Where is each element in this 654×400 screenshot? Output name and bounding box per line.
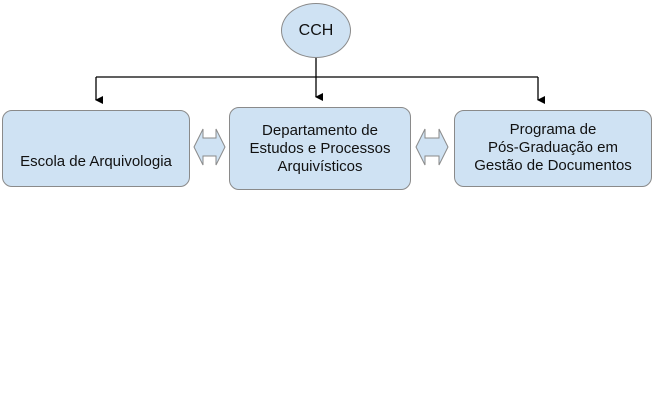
node-center-line2: Estudos e Processos	[249, 139, 391, 157]
node-center-line1: Departamento de	[262, 121, 378, 139]
double-arrow-right	[415, 128, 449, 166]
node-center-line3: Arquivísticos	[277, 157, 363, 175]
node-cch-label: CCH	[298, 21, 334, 39]
node-departamento: Departamento de Estudos e Processos Arqu…	[229, 107, 411, 190]
node-programa-pos-graduacao: Programa de Pós-Graduação em Gestão de D…	[454, 110, 652, 187]
node-right-line1: Programa de	[509, 121, 597, 138]
node-left-label: Escola de Arquivologia	[20, 153, 172, 170]
double-arrow-left	[193, 128, 226, 166]
node-right-line3: Gestão de Documentos	[474, 157, 632, 174]
node-escola-arquivologia: Escola de Arquivologia	[2, 110, 190, 187]
node-right-line2: Pós-Graduação em	[487, 139, 619, 156]
node-cch: CCH	[281, 3, 351, 58]
